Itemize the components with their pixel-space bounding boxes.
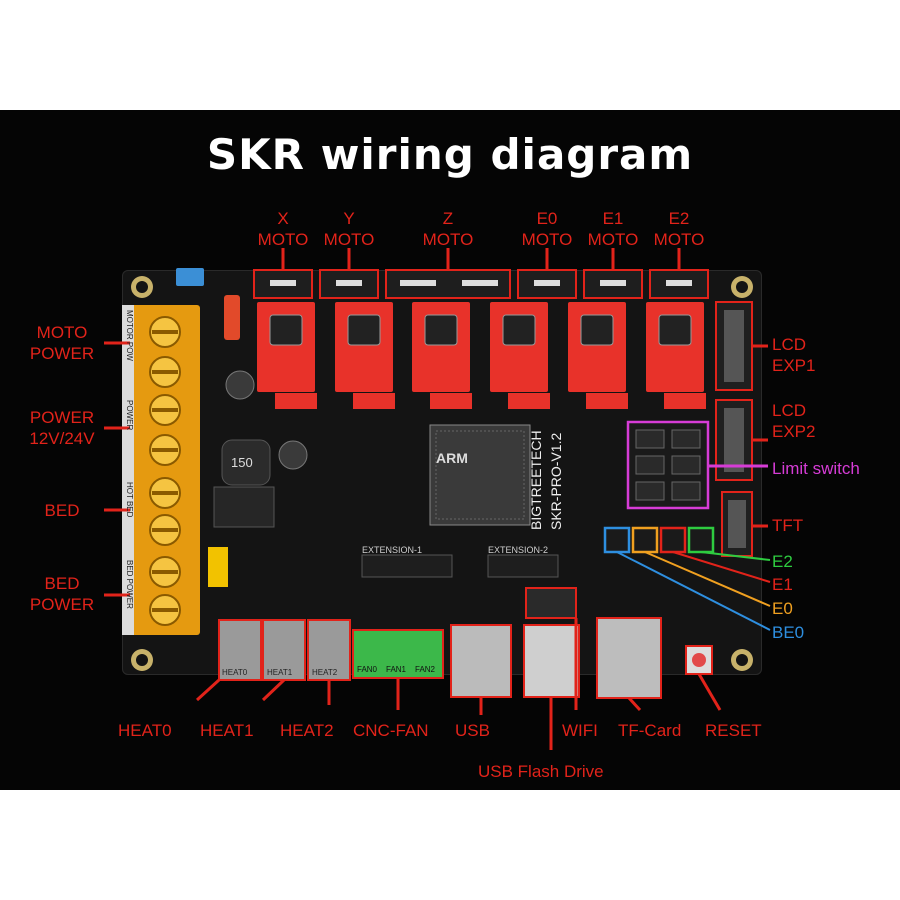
cnc-fan-label: CNC-FAN — [353, 721, 429, 740]
heat1-label: HEAT1 — [200, 721, 254, 740]
board-and-callouts — [104, 248, 771, 750]
extension-2-header — [487, 554, 559, 578]
usb-label: USB — [455, 721, 490, 740]
diagram-title: SKR wiring diagram — [206, 130, 694, 179]
ext1-label: EXTENSION-1 — [362, 545, 423, 555]
motor-connectors — [253, 269, 709, 299]
wifi-label: WIFI — [562, 721, 598, 740]
fan1-silk: FAN1 — [386, 665, 407, 674]
heat2-silk: HEAT2 — [312, 668, 338, 677]
fan2-silk: FAN2 — [415, 665, 436, 674]
heat1-silk: HEAT1 — [267, 668, 293, 677]
heat0-silk: HEAT0 — [222, 668, 248, 677]
e0-line — [644, 551, 771, 607]
usb-flash-drive-label: USB Flash Drive — [478, 762, 604, 781]
e1-endstop-label: E1 — [772, 575, 793, 594]
be0-connector — [603, 526, 631, 554]
diagram-panel: SKR wiring diagram — [0, 110, 900, 790]
inductor-marking: 150 — [231, 455, 253, 470]
chip-marking: ARM — [436, 450, 468, 466]
usb-port — [450, 624, 512, 698]
terminal-label-2: POWER — [125, 400, 134, 431]
e1-line — [672, 551, 771, 583]
be0-line — [616, 551, 771, 631]
capacitor — [225, 370, 255, 400]
heat0-connector — [218, 619, 262, 681]
tf-card-label: TF-Card — [618, 721, 682, 740]
power-terminal-block — [122, 305, 200, 635]
callout-lines — [104, 248, 768, 750]
e0-connector — [631, 526, 659, 554]
board-brand: BIGTREETECH — [528, 430, 544, 530]
e2-connector — [687, 526, 715, 554]
e1-connector — [659, 526, 687, 554]
inductor — [221, 439, 271, 486]
terminal-label-3: HOT BED — [125, 482, 134, 518]
driver-sockets — [257, 302, 704, 392]
regulator — [213, 486, 275, 528]
red-fuse — [224, 295, 240, 340]
yellow-fuse — [208, 547, 228, 587]
terminal-label-4: BED POWER — [125, 560, 134, 609]
e2-line — [700, 551, 771, 561]
mcu-chip — [429, 424, 531, 526]
heat2-connector — [307, 619, 351, 681]
terminal-label-1: MOTOR POW — [125, 310, 134, 361]
tf-card-slot — [596, 617, 662, 699]
e0-endstop-label: E0 — [772, 599, 793, 618]
extension-1-header — [361, 554, 453, 578]
be0-endstop-label: BE0 — [772, 623, 805, 642]
heat2-label: HEAT2 — [280, 721, 334, 740]
tft-label: TFT — [772, 516, 804, 535]
e2-endstop-label: E2 — [772, 552, 793, 571]
bed-label: BED — [44, 501, 80, 520]
heat1-connector — [262, 619, 306, 681]
capacitor — [278, 440, 308, 470]
usb-flash-port — [523, 624, 580, 698]
heat0-label: HEAT0 — [118, 721, 172, 740]
fan0-silk: FAN0 — [357, 665, 378, 674]
limit-switch-label: Limit switch — [772, 459, 860, 478]
wifi-header — [525, 587, 577, 619]
reset-label: RESET — [705, 721, 762, 740]
ext2-label: EXTENSION-2 — [488, 545, 549, 555]
blue-fuse — [176, 268, 204, 286]
board-model: SKR-PRO-V1.2 — [548, 432, 564, 530]
